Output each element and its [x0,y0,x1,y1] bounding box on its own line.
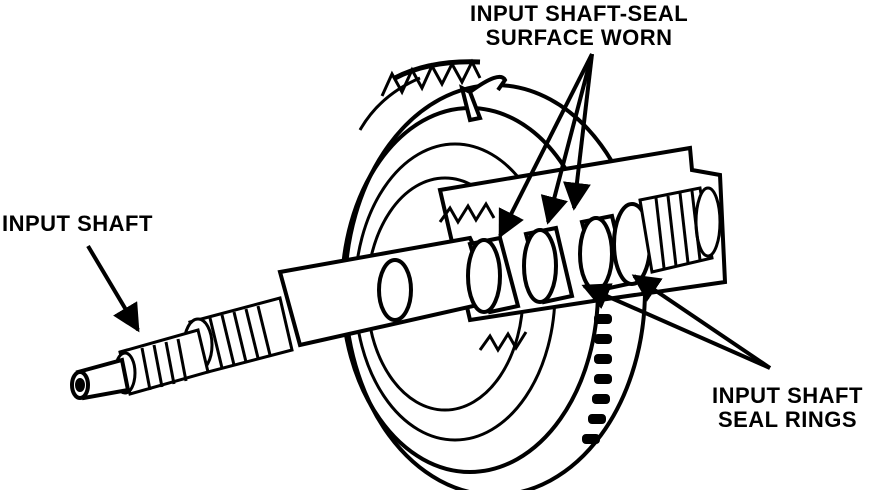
arrow-seal-surface-1 [498,53,594,239]
arrow-seal-ring-1 [581,283,771,370]
gear-teeth-side [582,314,612,444]
arrow-seal-ring-2 [631,274,772,370]
leader-arrows [86,53,772,370]
label-seal-surface-worn: INPUT SHAFT-SEAL SURFACE WORN [470,2,688,50]
inner-gear-teeth [438,201,528,353]
shaft-tip [70,357,131,401]
label-seal-surface-line1: INPUT SHAFT-SEAL [470,1,689,26]
arrow-seal-surface-3 [563,53,594,211]
label-input-shaft-text: INPUT SHAFT [2,211,153,236]
arrow-input-shaft [86,244,140,333]
gear-teeth-top [380,58,482,97]
label-seal-rings-line2: SEAL RINGS [717,407,857,432]
shaft-splines-right [638,186,722,274]
seal-rings [466,202,652,315]
label-seal-surface-line2: SURFACE WORN [485,25,673,50]
label-seal-rings: INPUT SHAFT SEAL RINGS [712,384,863,432]
label-seal-rings-line1: INPUT SHAFT [712,383,863,408]
label-input-shaft: INPUT SHAFT [2,212,153,236]
arrow-seal-surface-2 [540,53,594,225]
shaft-splines-end [113,328,210,396]
